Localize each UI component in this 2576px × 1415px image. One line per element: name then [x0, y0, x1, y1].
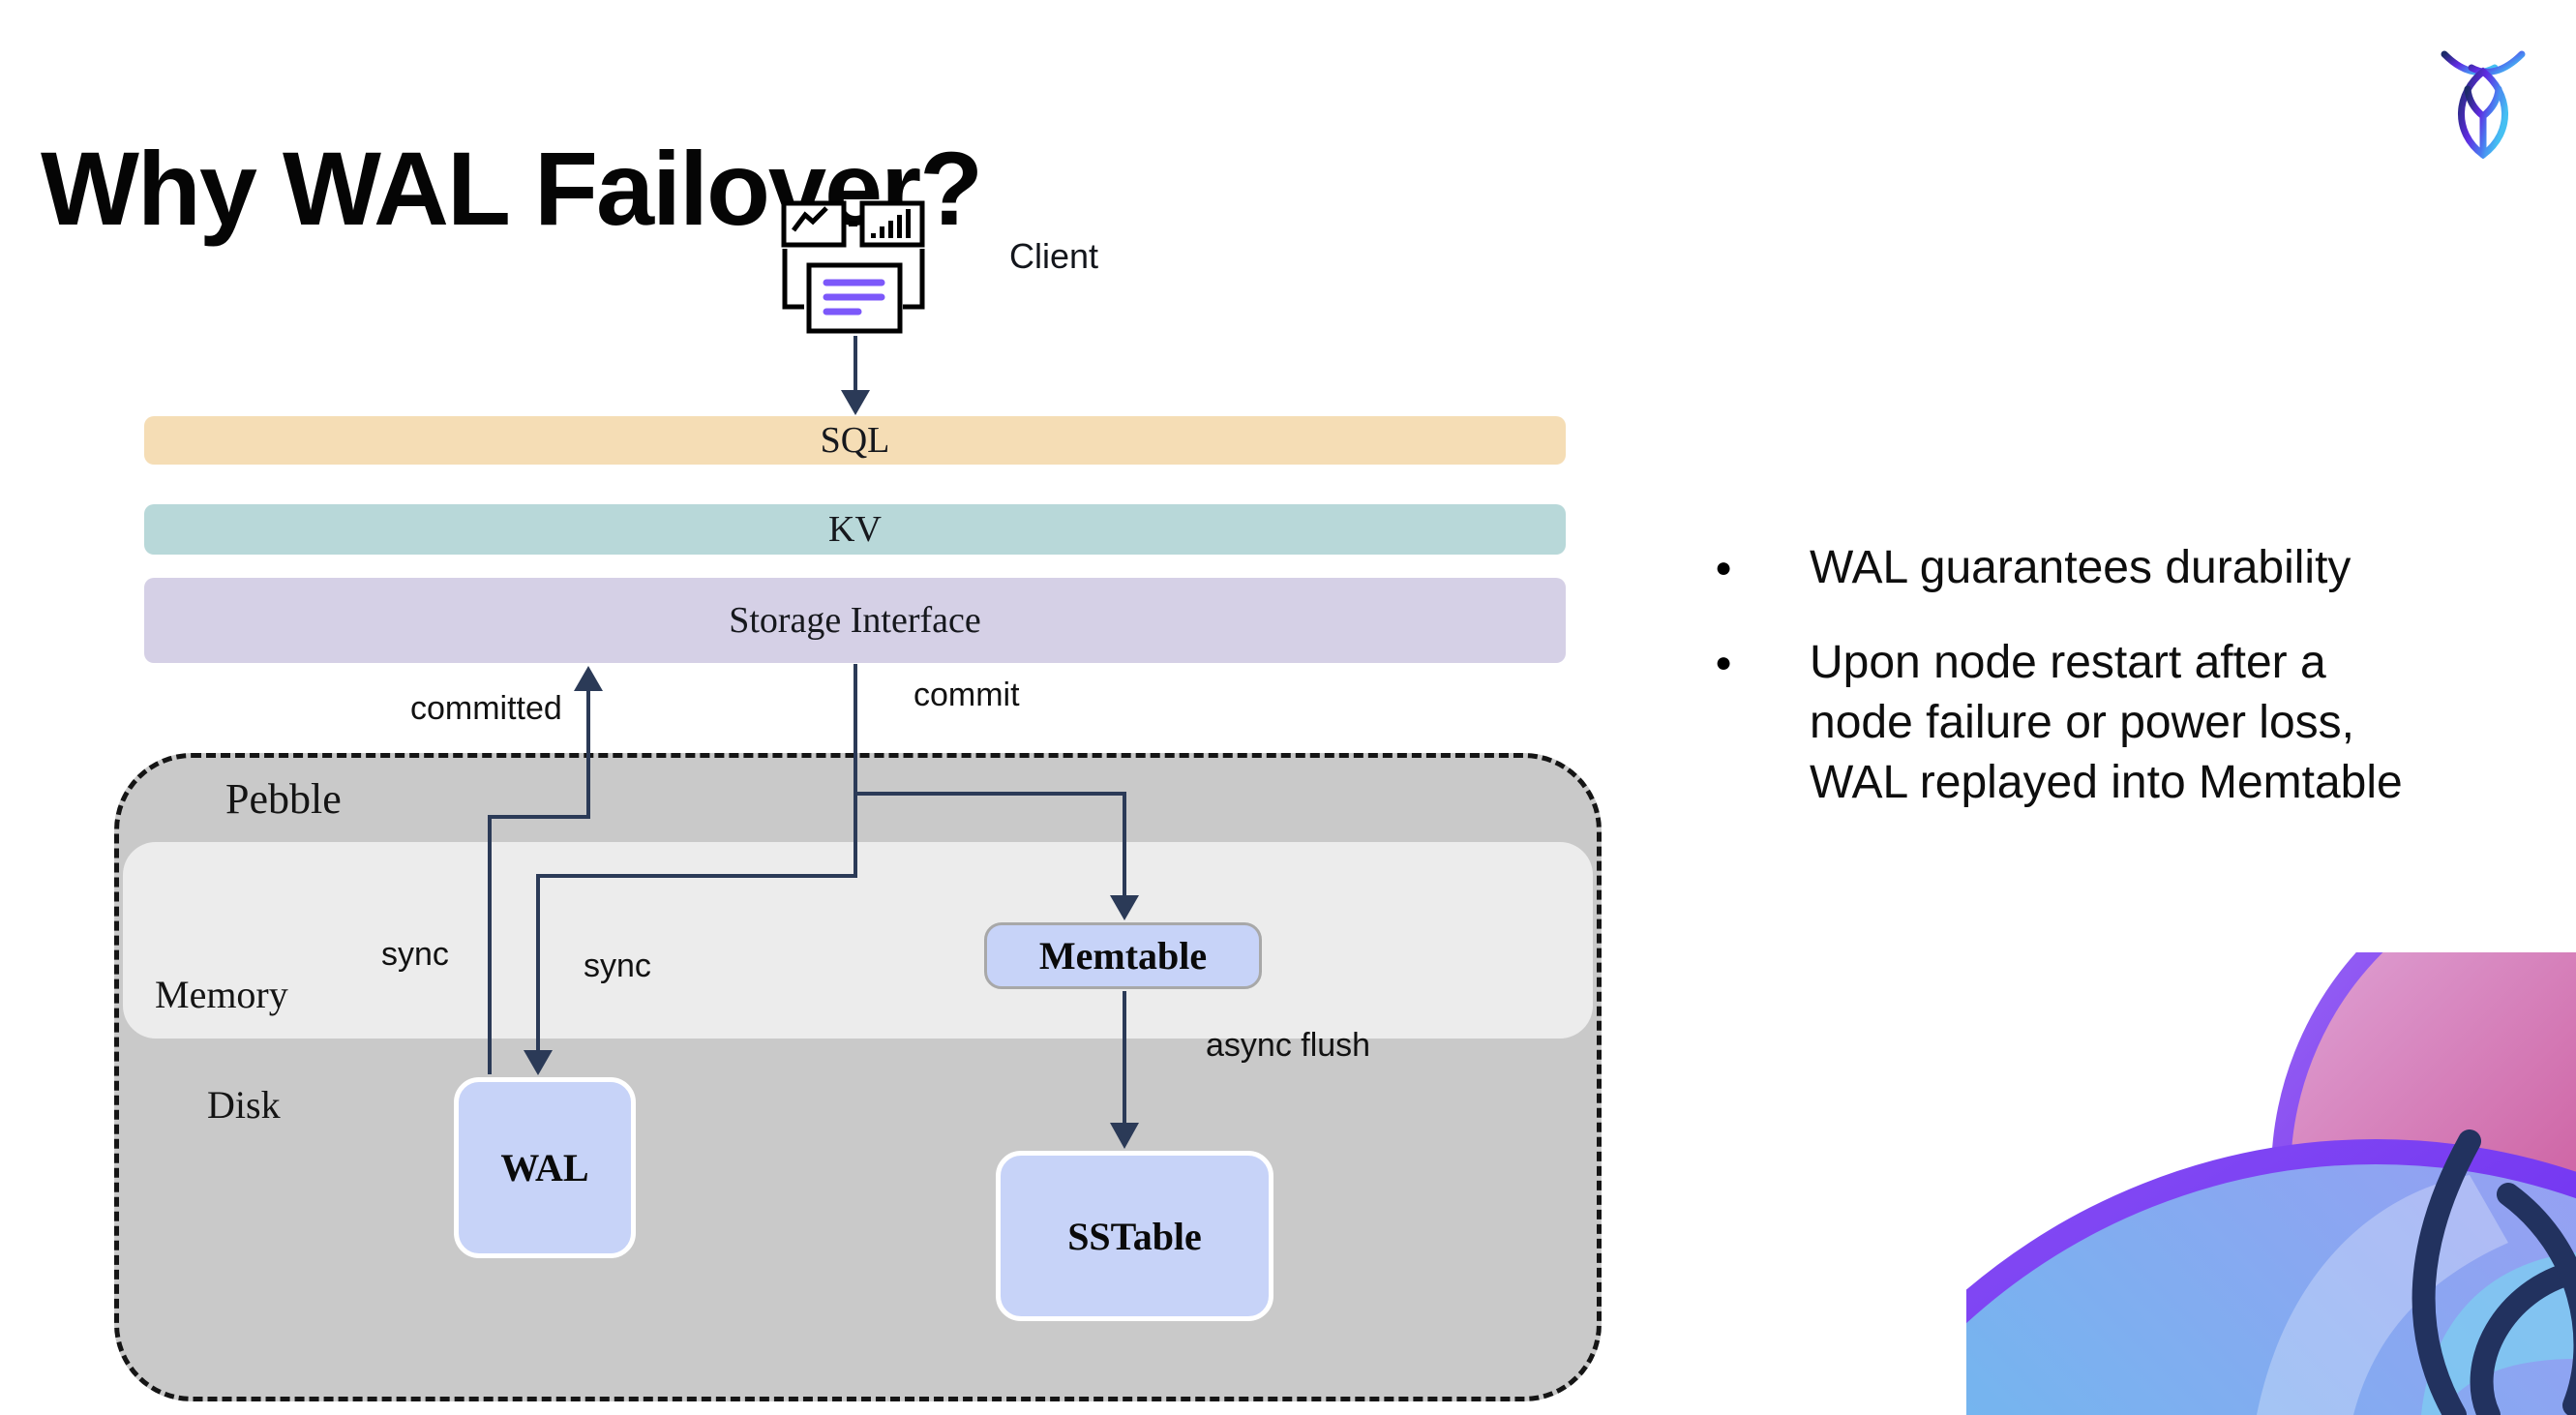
- bullet-text-2: Upon node restart after a node failure o…: [1810, 633, 2403, 813]
- edge-label-async-flush: async flush: [1206, 1027, 1371, 1064]
- layer-storage-label: Storage Interface: [729, 600, 981, 641]
- client-document-lines: [823, 279, 885, 316]
- client-barchart-bars: [871, 209, 911, 238]
- layer-kv-label: KV: [828, 509, 882, 550]
- decorative-art-shapes: [1966, 952, 2576, 1415]
- layer-storage-interface: Storage Interface: [144, 578, 1566, 663]
- client-label: Client: [1009, 236, 1099, 276]
- arrowhead-committed: [574, 666, 603, 691]
- memory-label: Memory: [155, 973, 288, 1016]
- node-memtable: Memtable: [984, 922, 1262, 989]
- client-bracket-right: [903, 249, 925, 310]
- edge-label-sync-left: sync: [381, 936, 449, 973]
- memory-band: [123, 842, 1593, 1039]
- client-bracket-left: [782, 249, 804, 310]
- edge-label-committed: committed: [410, 690, 562, 727]
- edge-label-sync-right: sync: [584, 948, 651, 984]
- node-sstable: SSTable: [996, 1151, 1273, 1321]
- logo-vein-y: [2464, 85, 2502, 159]
- bullet-line: WAL replayed into Memtable: [1810, 757, 2403, 808]
- bullet-item-1: ● WAL guarantees durability: [1715, 538, 2489, 598]
- node-sstable-label: SSTable: [1067, 1214, 1202, 1258]
- bullet-line: node failure or power loss,: [1810, 697, 2354, 748]
- decorative-art: [1966, 952, 2576, 1415]
- node-memtable-label: Memtable: [1038, 934, 1208, 978]
- edge-label-commit: commit: [914, 677, 1020, 713]
- layer-sql-label: SQL: [820, 420, 890, 461]
- node-wal: WAL: [454, 1077, 636, 1258]
- bullet-item-2: ● Upon node restart after a node failure…: [1715, 633, 2489, 813]
- bullet-dot: ●: [1715, 647, 1733, 678]
- cockroachdb-logo-icon: [2441, 50, 2526, 159]
- client-app-icon: [781, 200, 925, 334]
- logo-antenna-right: [2468, 50, 2526, 75]
- node-wal-label: WAL: [500, 1146, 589, 1189]
- bullet-line: WAL guarantees durability: [1810, 542, 2351, 593]
- pebble-label: Pebble: [225, 775, 342, 823]
- bullet-text-1: WAL guarantees durability: [1810, 538, 2351, 598]
- disk-label: Disk: [207, 1083, 281, 1127]
- bullet-list: ● WAL guarantees durability ● Upon node …: [1715, 538, 2489, 813]
- arrowhead-client-sql: [841, 390, 870, 415]
- bullet-dot: ●: [1715, 552, 1733, 584]
- client-linechart-zigzag: [792, 206, 828, 232]
- layer-kv: KV: [144, 504, 1566, 555]
- layer-sql: SQL: [144, 416, 1566, 465]
- bullet-line: Upon node restart after a: [1810, 637, 2326, 688]
